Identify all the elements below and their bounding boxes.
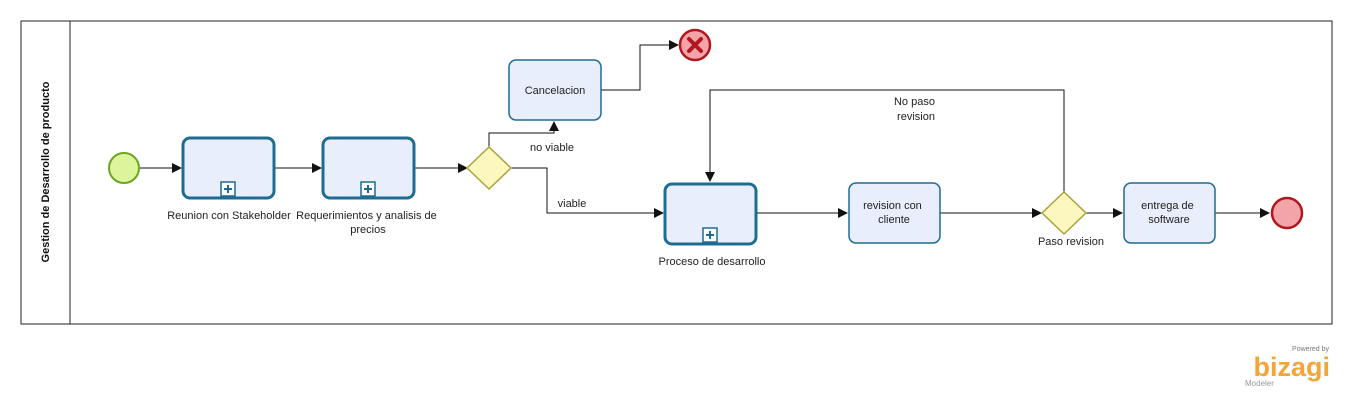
flow-viable-label: viable <box>558 198 587 210</box>
flow-viable[interactable] <box>511 167 664 218</box>
flow-no-paso-revision-label: No paso revision <box>894 96 938 123</box>
cancel-end-event[interactable] <box>678 28 712 62</box>
flow-no-paso-revision[interactable] <box>705 89 1065 192</box>
task-requerimientos-label: Requerimientos y analisis de precios <box>296 210 440 236</box>
end-event[interactable] <box>1270 196 1304 230</box>
flow-cancelacion-to-end[interactable] <box>601 40 679 91</box>
task-revision-cliente-label: revision con cliente <box>863 200 925 226</box>
svg-text:Powered by: Powered by <box>1292 346 1329 353</box>
gateway-viabilidad[interactable] <box>465 145 513 191</box>
task-cancelacion[interactable] <box>508 59 602 121</box>
pool-label: Gestion de Desarrollo de producto <box>40 81 52 262</box>
task-entrega-label: entrega de software <box>1141 200 1197 226</box>
task-proceso-label: Proceso de desarrollo <box>658 256 765 268</box>
task-reunion-label: Reunion con Stakeholder <box>167 210 291 222</box>
task-entrega[interactable] <box>1123 182 1216 244</box>
bizagi-logo: Powered by bizagi Modeler <box>1245 346 1330 388</box>
cancel-x-icon <box>687 37 703 53</box>
flow-no-viable-label: no viable <box>530 142 574 154</box>
start-event[interactable] <box>108 152 140 184</box>
gateway-paso-revision[interactable] <box>1040 190 1088 236</box>
task-proceso[interactable] <box>663 182 758 246</box>
flow-no-viable[interactable] <box>488 121 559 147</box>
gateway-paso-revision-label: Paso revision <box>1038 236 1104 248</box>
sequence-flows <box>140 40 1270 218</box>
svg-text:Modeler: Modeler <box>1245 379 1274 388</box>
task-cancelacion-label: Cancelacion <box>525 85 586 97</box>
task-requerimientos[interactable] <box>321 136 416 200</box>
task-revision-cliente[interactable] <box>848 182 941 244</box>
svg-text:bizagi: bizagi <box>1253 352 1330 382</box>
task-reunion[interactable] <box>181 136 276 200</box>
